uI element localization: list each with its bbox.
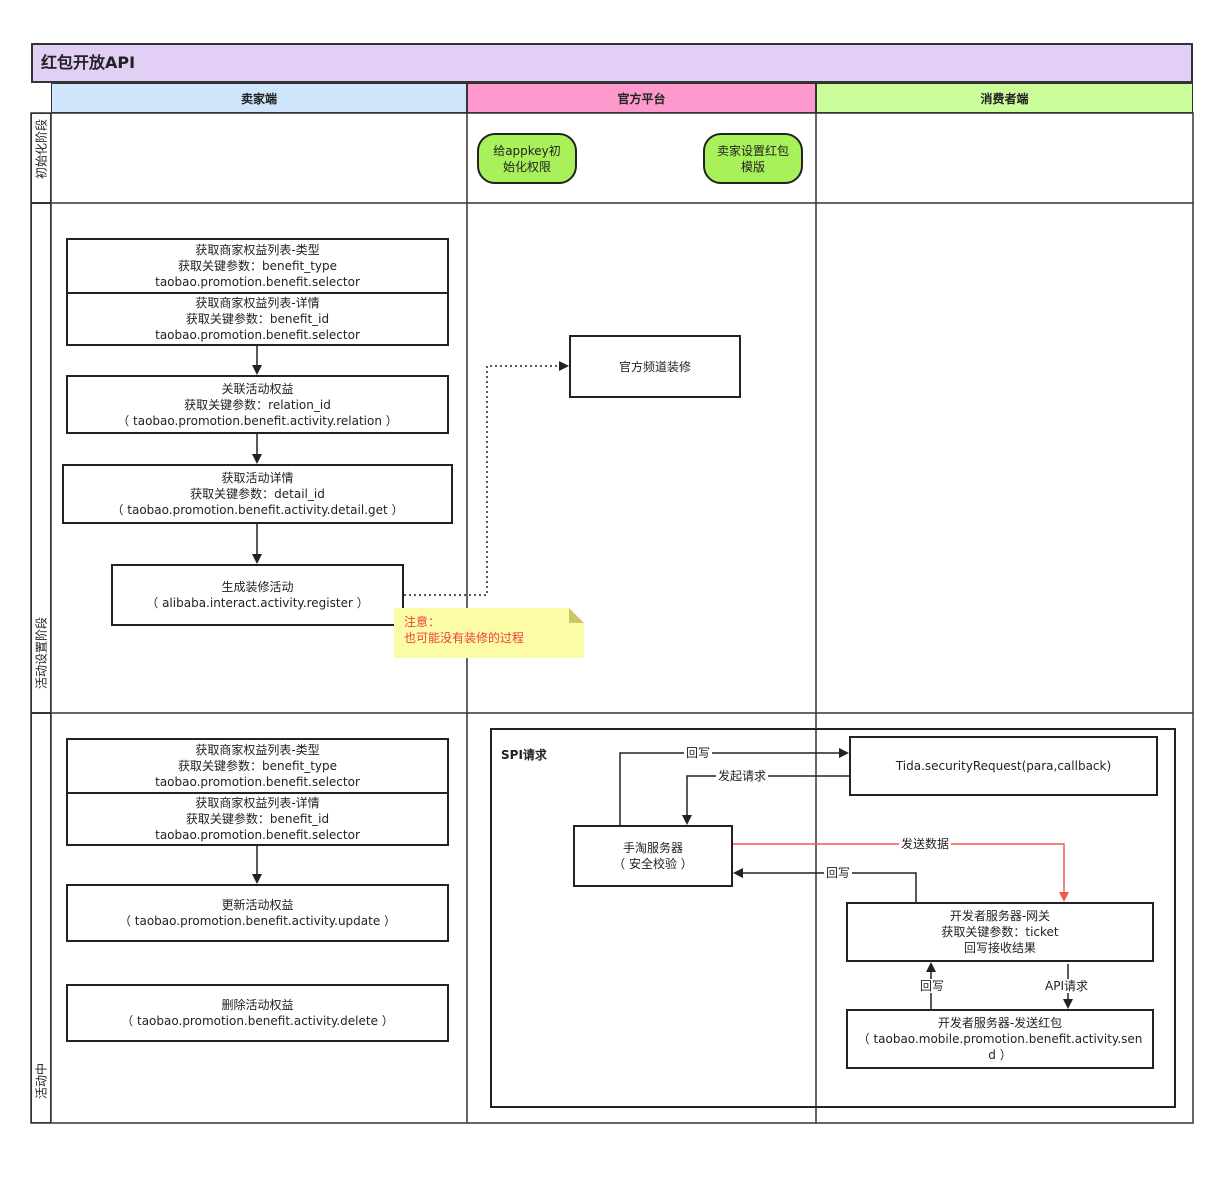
node-line: （ taobao.promotion.benefit.activity.dele…	[121, 1014, 394, 1028]
node-line: 回写接收结果	[963, 941, 1036, 955]
phase-setup-label: 活动设置阶段	[34, 616, 49, 689]
phase-setup: 活动设置阶段	[31, 203, 51, 713]
phase-init: 初始化阶段	[31, 113, 51, 203]
active-benefit-detail-node: 获取商家权益列表-详情 获取关键参数：benefit_id taobao.pro…	[66, 792, 449, 846]
setup-benefit-type-node: 获取商家权益列表-类型 获取关键参数：benefit_type taobao.p…	[66, 238, 449, 294]
node-line: 获取关键参数：benefit_id	[185, 312, 330, 326]
template-node: 卖家设置红包 模版	[703, 133, 803, 184]
node-line: 开发者服务器-发送红包	[937, 1016, 1063, 1030]
phase-init-label: 初始化阶段	[34, 118, 49, 179]
appkey-line-2: 始化权限	[502, 159, 551, 174]
lane-platform-label: 官方平台	[617, 91, 666, 106]
node-line: 手淘服务器	[622, 841, 683, 855]
node-line: （ alibaba.interact.activity.register ）	[146, 596, 369, 610]
node-line: 获取关键参数：benefit_type	[177, 759, 338, 773]
node-line: 获取商家权益列表-详情	[195, 296, 320, 310]
node-line: 获取商家权益列表-类型	[195, 243, 320, 257]
spi-request-label: SPI请求	[501, 748, 547, 762]
node-line: taobao.promotion.benefit.selector	[155, 275, 360, 289]
node-line: 获取关键参数：ticket	[941, 925, 1059, 939]
node-line: 获取关键参数：benefit_type	[177, 259, 338, 273]
edge-label-initiate: 发起请求	[716, 769, 769, 783]
node-line: （ 安全校验 ）	[613, 857, 693, 871]
node-line: 获取关键参数：detail_id	[190, 487, 325, 501]
note-line: 注意：	[404, 615, 441, 629]
lane-seller-label: 卖家端	[240, 91, 277, 106]
activity-detail-node: 获取活动详情 获取关键参数：detail_id （ taobao.promoti…	[62, 464, 453, 524]
taobao-server-node: 手淘服务器 （ 安全校验 ）	[573, 825, 733, 887]
node-line: （ taobao.promotion.benefit.activity.rela…	[117, 413, 398, 428]
spi-request-frame	[490, 728, 1176, 1108]
template-line-2: 模版	[740, 159, 765, 174]
node-line: 更新活动权益	[221, 898, 294, 912]
node-line: （ taobao.promotion.benefit.activity.upda…	[118, 914, 397, 928]
diagram-title: 红包开放API	[31, 43, 1193, 83]
update-node: 更新活动权益 （ taobao.promotion.benefit.activi…	[66, 884, 449, 942]
setup-benefit-detail-node: 获取商家权益列表-详情 获取关键参数：benefit_id taobao.pro…	[66, 292, 449, 346]
lane-consumer-label: 消费者端	[980, 91, 1029, 106]
channel-decoration-node: 官方频道装修	[569, 335, 741, 398]
note-text: 注意： 也可能没有装修的过程	[394, 608, 569, 658]
node-line: 开发者服务器-网关	[949, 909, 1051, 923]
node-line: taobao.promotion.benefit.selector	[155, 828, 360, 842]
template-line-1: 卖家设置红包	[716, 143, 789, 158]
edge-label-api-request: API请求	[1043, 979, 1090, 993]
note-shape	[394, 608, 584, 658]
edge-label-writeback-top: 回写	[684, 746, 713, 760]
edge-label-writeback-mid: 回写	[824, 866, 853, 880]
active-benefit-type-node: 获取商家权益列表-类型 获取关键参数：benefit_type taobao.p…	[66, 738, 449, 794]
node-line: d ）	[988, 1048, 1012, 1062]
node-line: 删除活动权益	[221, 998, 294, 1012]
phase-active-label: 活动中	[34, 1062, 49, 1099]
node-line: Tida.securityRequest(para,callback)	[895, 759, 1112, 773]
appkey-line-1: 给appkey初	[493, 143, 561, 158]
lane-platform: 官方平台	[467, 83, 816, 113]
node-line: 获取商家权益列表-类型	[195, 743, 320, 757]
relation-node: 关联活动权益 获取关键参数：relation_id （ taobao.promo…	[66, 375, 449, 434]
node-line: taobao.promotion.benefit.selector	[155, 328, 360, 342]
node-line: 关联活动权益	[221, 381, 294, 396]
tida-request-node: Tida.securityRequest(para,callback)	[849, 736, 1158, 796]
phase-active: 活动中	[31, 713, 51, 1123]
delete-node: 删除活动权益 （ taobao.promotion.benefit.activi…	[66, 984, 449, 1042]
developer-send-node: 开发者服务器-发送红包 （ taobao.mobile.promotion.be…	[846, 1009, 1154, 1069]
developer-gateway-node: 开发者服务器-网关 获取关键参数：ticket 回写接收结果	[846, 902, 1154, 962]
node-line: 生成装修活动	[221, 580, 294, 594]
note-line: 也可能没有装修的过程	[404, 631, 525, 645]
appkey-permission-node: 给appkey初 始化权限	[477, 133, 577, 184]
node-line: taobao.promotion.benefit.selector	[155, 775, 360, 789]
node-line: 获取活动详情	[221, 471, 294, 485]
node-line: 获取关键参数：relation_id	[184, 397, 331, 412]
node-line: 获取商家权益列表-详情	[195, 796, 320, 810]
register-node: 生成装修活动 （ alibaba.interact.activity.regis…	[111, 564, 404, 626]
edge-label-send-data: 发送数据	[899, 837, 952, 851]
node-line: 官方频道装修	[618, 359, 691, 374]
node-line: （ taobao.promotion.benefit.activity.deta…	[111, 503, 404, 517]
node-line: 获取关键参数：benefit_id	[185, 812, 330, 826]
edge-label-writeback-low: 回写	[918, 979, 947, 993]
node-line: （ taobao.mobile.promotion.benefit.activi…	[857, 1032, 1143, 1046]
